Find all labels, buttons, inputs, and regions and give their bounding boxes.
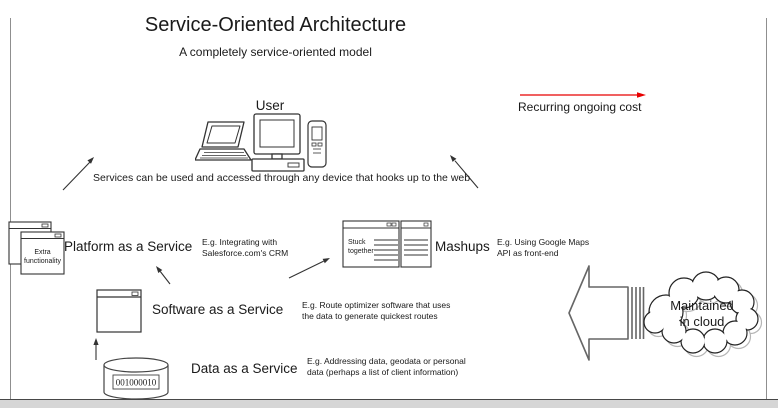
database-binary-text: 001000010 [116, 378, 157, 388]
recurring-cost-arrow [520, 92, 646, 98]
desktop-icon [251, 113, 305, 172]
user-devices-icon [195, 113, 327, 172]
platform-example-line1: E.g. Integrating with [202, 237, 278, 247]
platform-example: E.g. Integrating with Salesforce.com's C… [202, 237, 288, 259]
mashups-label: Mashups [435, 239, 490, 254]
cloud-text-line2: in cloud [680, 314, 725, 329]
stuck-together-text-line1: Stuck [348, 239, 366, 246]
data-service-label: Data as a Service [191, 361, 298, 376]
software-example: E.g. Route optimizer software that uses … [302, 300, 450, 322]
software-example-line2: the data to generate quickest routes [302, 311, 438, 321]
mashups-example: E.g. Using Google Maps API as front-end [497, 237, 589, 259]
maintained-in-cloud: Maintained in cloud [643, 271, 763, 358]
frame-right-border [766, 18, 767, 399]
software-to-platform-arrow [156, 266, 171, 285]
software-label: Software as a Service [152, 302, 284, 317]
database-cylinder-icon: 001000010 [103, 357, 169, 400]
stuck-together-text-line2: together [348, 248, 374, 255]
extra-functionality-text-line2: functionality [24, 258, 61, 265]
mashups-example-line2: API as front-end [497, 248, 559, 258]
frame-bottom-border [0, 399, 778, 400]
extra-functionality-windows-icon: Extra functionality [8, 221, 65, 275]
platform-label: Platform as a Service [64, 239, 193, 254]
phone-icon [307, 120, 327, 168]
device-access-arrow-left [62, 157, 94, 191]
extra-functionality-text-line1: Extra [34, 249, 50, 256]
data-service-example: E.g. Addressing data, geodata or persona… [307, 356, 466, 378]
cloud-block-arrow [568, 265, 645, 361]
user-label: User [255, 98, 285, 113]
data-service-example-line1: E.g. Addressing data, geodata or persona… [307, 356, 466, 366]
page-subtitle: A completely service-oriented model [179, 45, 372, 59]
page-title: Service-Oriented Architecture [144, 14, 407, 36]
data-service-example-line2: data (perhaps a list of client informati… [307, 367, 459, 377]
device-access-arrow-right [450, 155, 479, 189]
software-window-icon [96, 289, 142, 333]
database-to-software-arrow [93, 338, 99, 360]
software-example-line1: E.g. Route optimizer software that uses [302, 300, 451, 310]
devices-caption: Services can be used and accessed throug… [93, 172, 471, 184]
stuck-together-windows-icon: Stuck together [342, 220, 432, 268]
bottom-strip [0, 400, 778, 408]
cloud-text-line1: Maintained [670, 298, 734, 313]
software-to-mashups-arrow [288, 258, 330, 279]
platform-example-line2: Salesforce.com's CRM [202, 248, 289, 258]
recurring-cost-label: Recurring ongoing cost [518, 100, 642, 114]
frame-left-border [10, 18, 11, 399]
laptop-icon [195, 121, 252, 161]
mashups-example-line1: E.g. Using Google Maps [497, 237, 590, 247]
